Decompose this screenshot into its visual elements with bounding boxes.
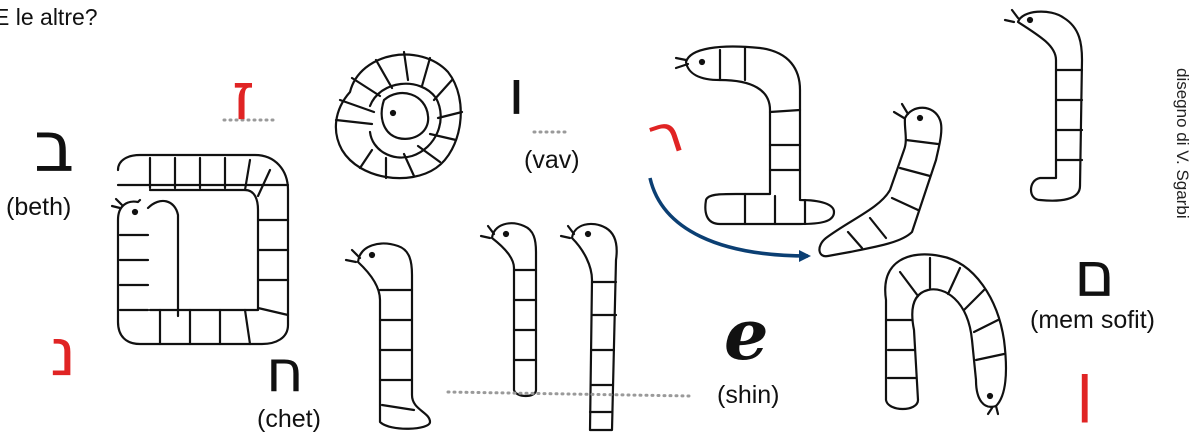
standing-worm-icon (561, 224, 617, 430)
shin-caption: (shin) (717, 381, 780, 410)
bent-worm-icon (676, 47, 834, 224)
standing-worm-icon (346, 244, 430, 429)
zayin-red-letter: ז (232, 64, 255, 130)
standing-worm-icon (481, 223, 536, 396)
coiled-worm-icon (336, 52, 462, 178)
mem-sofit-caption: (mem sofit) (1030, 306, 1155, 335)
beth-caption: (beth) (6, 193, 71, 222)
square-worm-icon (112, 155, 288, 344)
vav-letter: ו (508, 62, 525, 124)
nun-red-letter: נ (50, 320, 76, 386)
shin-letter: e (724, 300, 769, 370)
beth-letter: ב (34, 112, 74, 182)
vav-caption: (vav) (524, 146, 580, 175)
mem-sofit-letter: ם (1074, 244, 1115, 306)
chet-caption: (chet) (257, 405, 321, 434)
arch-worm-icon (885, 254, 1006, 414)
bent-worm-icon (1005, 10, 1082, 201)
nun-sofit-red-letter: ן (1076, 356, 1093, 420)
chet-letter: ח (266, 342, 304, 400)
page-heading: E le altre? (0, 4, 98, 31)
bent-worm-icon (819, 104, 941, 256)
curved-arrow-icon (650, 178, 808, 256)
credit-text: disegno di V. Sgarbi (1172, 68, 1192, 219)
